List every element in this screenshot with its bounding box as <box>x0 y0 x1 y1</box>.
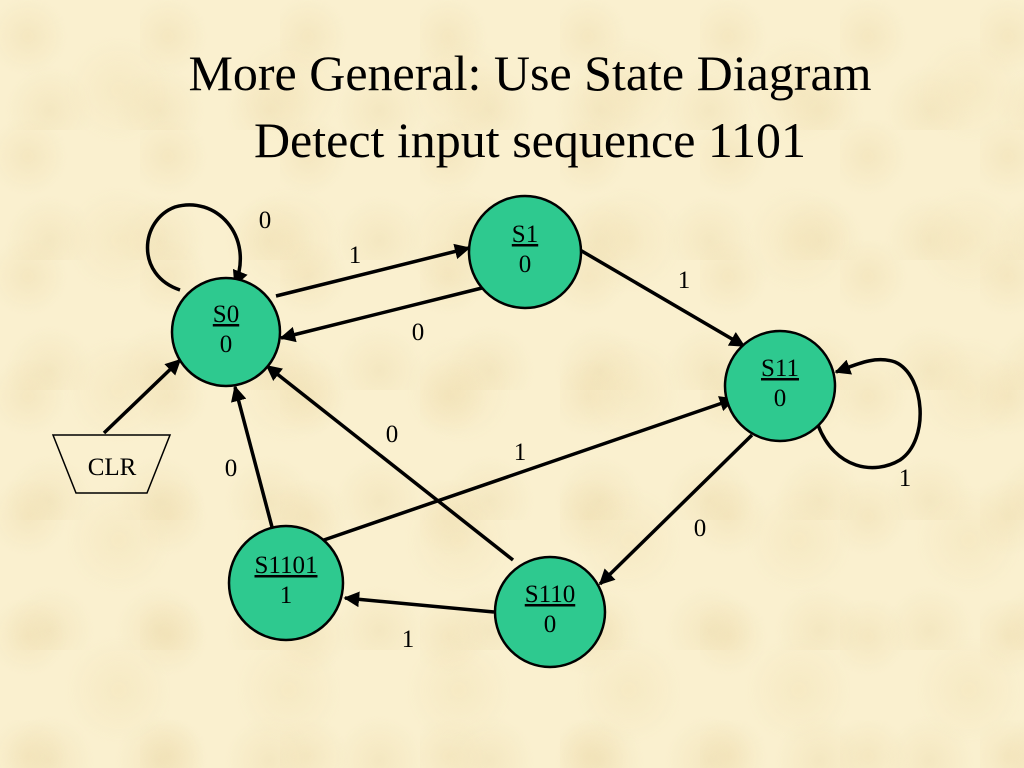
state-s1101-name: S1101 <box>255 552 318 579</box>
state-s110: S110 0 <box>493 555 607 669</box>
edge-s0-self-loop <box>145 203 248 292</box>
state-s11: S11 0 <box>723 329 837 443</box>
title-line-1: More General: Use State Diagram <box>188 45 872 101</box>
title-line-2: Detect input sequence 1101 <box>253 112 807 168</box>
label-s1101-to-s11: 1 <box>514 439 527 466</box>
state-s11-name: S11 <box>761 355 799 382</box>
state-s11-circle <box>723 329 837 443</box>
edge-s1101-to-s11 <box>320 396 736 543</box>
state-s110-output: 0 <box>544 611 557 638</box>
label-s1-to-s0: 0 <box>412 319 425 346</box>
edge-s1101-to-s0 <box>231 385 274 528</box>
clr-label: CLR <box>88 454 137 481</box>
state-s0: S0 0 <box>170 276 282 388</box>
state-s1101: S1101 1 <box>227 524 345 642</box>
label-s1-to-s11: 1 <box>678 267 691 294</box>
state-s1-output: 0 <box>519 251 532 278</box>
state-s1101-circle <box>227 524 345 642</box>
clr-trapezoid-shape <box>51 434 172 494</box>
label-s11-self-loop: 1 <box>899 465 912 492</box>
state-s0-circle <box>170 276 282 388</box>
edge-s11-self-loop <box>816 357 922 470</box>
slide-title: More General: Use State Diagram Detect i… <box>0 40 1024 174</box>
state-s110-circle <box>493 555 607 669</box>
label-s0-self-loop: 0 <box>259 207 272 234</box>
label-s110-to-s0: 0 <box>386 421 399 448</box>
state-s1: S1 0 <box>467 194 583 310</box>
label-s110-to-s1101: 1 <box>402 626 415 653</box>
state-s1-circle <box>467 194 583 310</box>
state-s110-name: S110 <box>525 581 575 608</box>
edge-s0-to-s1 <box>275 243 471 298</box>
state-s1-name: S1 <box>512 221 538 248</box>
state-s11-output: 0 <box>774 385 787 412</box>
edge-s11-to-s110 <box>598 433 754 586</box>
state-s1101-output: 1 <box>280 582 293 609</box>
state-s0-name: S0 <box>213 301 239 328</box>
label-s1101-to-s0: 0 <box>225 455 238 482</box>
edge-s110-to-s0 <box>265 364 515 562</box>
edge-clr-to-s0 <box>102 358 182 435</box>
edge-s1-to-s0 <box>279 285 487 343</box>
clr-input: CLR <box>51 434 172 494</box>
edge-s1-to-s11 <box>579 248 746 348</box>
state-s0-output: 0 <box>220 331 233 358</box>
label-s0-to-s1: 1 <box>349 242 362 269</box>
edge-s110-to-s1101 <box>343 591 495 614</box>
label-s11-to-s110: 0 <box>694 515 707 542</box>
